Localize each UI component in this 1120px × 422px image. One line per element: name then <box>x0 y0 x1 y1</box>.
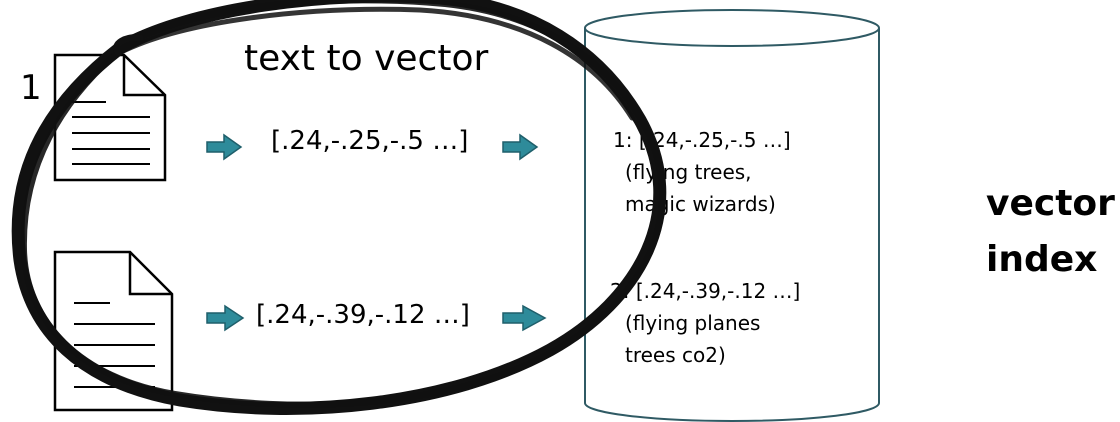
index-entry-2-tags-line-2: trees co2) <box>625 343 726 367</box>
arrow-doc2-to-vector <box>206 304 245 332</box>
index-entry-2-tags-line-1: (flying planes <box>625 311 761 335</box>
vector-index-label-line-1: vector <box>986 183 1115 224</box>
index-entry-1-tags: (flying trees, magic wizards) <box>625 156 776 220</box>
arrow-vector1-to-index <box>502 133 539 161</box>
index-entry-1-tags-line-2: magic wizards) <box>625 192 776 216</box>
vector-index-label: vector index <box>986 176 1115 288</box>
vector-index-label-line-2: index <box>986 239 1098 280</box>
index-entry-2-tags: (flying planes trees co2) <box>625 307 760 371</box>
arrow-vector2-to-index <box>502 304 547 332</box>
index-entry-2-vector: 2: [.24,-.39,-.12 …] <box>610 279 801 303</box>
document-1-number: 1 <box>20 68 42 108</box>
vector-index-cylinder <box>584 9 880 422</box>
vector-2-text: [.24,-.39,-.12 …] <box>256 300 470 330</box>
vector-1-text: [.24,-.25,-.5 …] <box>271 126 469 156</box>
heading-text-to-vector: text to vector <box>244 38 489 79</box>
arrow-doc1-to-vector <box>206 133 243 161</box>
index-entry-1-tags-line-1: (flying trees, <box>625 160 752 184</box>
